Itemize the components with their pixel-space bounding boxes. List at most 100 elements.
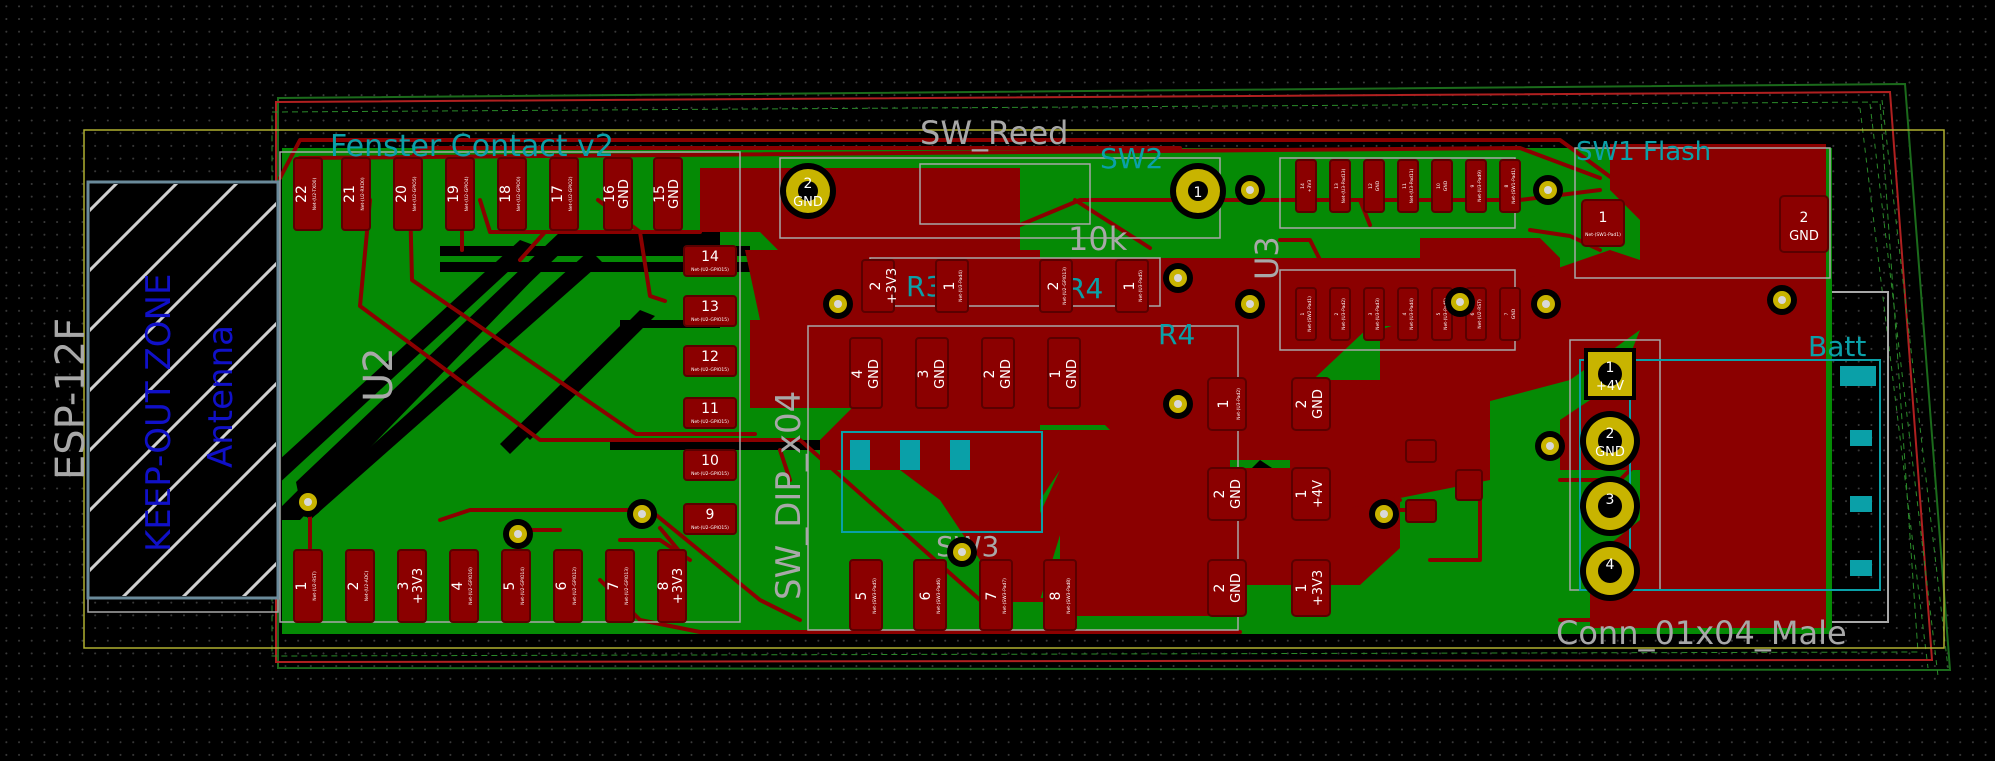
pad-number: 3: [396, 582, 412, 591]
smd-pad[interactable]: 9 Net-(U2-GPIO15): [683, 503, 737, 535]
pad-number: 3: [1606, 492, 1615, 508]
smd-pad[interactable]: 1 Net-(U3-Pad5): [1115, 259, 1149, 313]
smd-pad[interactable]: 2 Net-(U2-GPIO13): [1039, 259, 1073, 313]
smd-pad[interactable]: 12 Net-(U2-GPIO15): [683, 345, 737, 377]
r4-value-label-2: R4: [1158, 318, 1195, 351]
pad-number: 1: [942, 282, 958, 291]
pad-number: 10: [1436, 183, 1442, 189]
smd-pad[interactable]: 1 Net-(U3-Pad2): [1207, 377, 1247, 431]
smd-pad[interactable]: 2 +3V3: [861, 259, 900, 313]
vias: [293, 175, 1797, 567]
smd-pad[interactable]: 10 Net-(U2-GPIO15): [683, 449, 737, 481]
pad-number: 1: [1048, 370, 1064, 379]
smd-pad[interactable]: 2 GND: [1207, 559, 1247, 617]
esp-bottom-pads: 1 Net-(U2-RST) 2 Net-(U2-ADC) 3 +3V3 4 N…: [293, 549, 687, 623]
smd-pad[interactable]: 16 GND: [602, 157, 633, 231]
smd-pad[interactable]: 14 Net-(U2-GPIO15): [683, 245, 737, 277]
smd-pad[interactable]: 14+3V3: [1295, 159, 1317, 213]
smd-pad[interactable]: 1 +3V3: [1291, 559, 1331, 617]
pad-net: Net-(U3-Pad4): [1409, 298, 1415, 330]
pad-number: 1: [1300, 312, 1306, 315]
pad-net: GND: [1595, 445, 1625, 460]
tht-pad[interactable]: 2 GND: [780, 163, 836, 219]
tht-pad[interactable]: 1: [1170, 163, 1226, 219]
smd-pad[interactable]: 21 Net-(U2-RXD0): [341, 157, 371, 231]
pad-net: Net-(U3-Pad4): [958, 270, 964, 302]
sw2-ref-label: SW2: [1100, 142, 1163, 175]
pad-net: Net-(SW2-Pad1): [1307, 296, 1313, 332]
sw3-dip-switch: 4 GND 3 GND 2 GND 1 GND 5 Net-(SW3-Pad5)…: [849, 337, 1081, 631]
smd-pad[interactable]: 1 Net-(U3-Pad4): [935, 259, 969, 313]
smd-pad[interactable]: 11 Net-(U2-GPIO15): [683, 397, 737, 429]
via: [1531, 289, 1561, 319]
smd-pad[interactable]: 1 Net-(SW1-Pad1): [1581, 199, 1625, 247]
pad-number: 1: [1606, 360, 1615, 376]
pad-net: Net-(U3-Pad2): [1236, 388, 1242, 420]
pad-net: +3V3: [411, 568, 426, 604]
tht-pad-square[interactable]: 1 +4V: [1584, 348, 1636, 400]
tht-pad[interactable]: 4: [1580, 541, 1640, 601]
smd-pad[interactable]: 4 Net-(U2-GPIO16): [449, 549, 479, 623]
smd-pad[interactable]: 19 Net-(U2-GPIO4): [445, 157, 475, 231]
pad-net: Net-(U2-GPIO15): [691, 525, 729, 531]
pad-net: GND: [617, 179, 632, 209]
smd-pad[interactable]: 2 GND: [1291, 377, 1331, 431]
smd-pad[interactable]: 17 Net-(U2-GPIO2): [549, 157, 579, 231]
smd-pad[interactable]: 6 Net-(U2-GPIO12): [553, 549, 583, 623]
smd-pad[interactable]: 6 Net-(SW3-Pad6): [913, 559, 947, 631]
via: [1535, 431, 1565, 461]
tht-pad[interactable]: 3: [1580, 476, 1640, 536]
smd-pad[interactable]: 4 GND: [849, 337, 883, 409]
smd-pad[interactable]: 18 Net-(U2-GPIO0): [497, 157, 527, 231]
pad-number: 2: [1046, 282, 1062, 291]
smd-pad[interactable]: 13 Net-(U2-GPIO15): [683, 295, 737, 327]
smd-pad[interactable]: 15 GND: [652, 157, 683, 231]
pad-net: Net-(U2-ADC): [364, 571, 370, 602]
smd-pad[interactable]: 8 +3V3: [656, 549, 687, 623]
smd-pad[interactable]: 7 Net-(SW3-Pad7): [979, 559, 1013, 631]
tht-pad[interactable]: 2 GND: [1580, 411, 1640, 471]
pad-net: +3V3: [671, 568, 686, 604]
smd-pad[interactable]: 1 Net-(U2-RST): [293, 549, 323, 623]
pad-net: +3V3: [1307, 180, 1313, 193]
smd-pad[interactable]: 1 +4V: [1291, 467, 1331, 521]
via: [293, 487, 323, 517]
via: [1767, 285, 1797, 315]
pad-net: Net-(U2-GPIO15): [691, 267, 729, 273]
pad-number: 4: [1402, 312, 1408, 315]
smd-pad[interactable]: 2 GND: [1779, 195, 1829, 253]
pad-number: 6: [1470, 312, 1476, 315]
pad-number: 3: [1368, 312, 1374, 315]
smd-pad[interactable]: 20 Net-(U2-GPIO5): [393, 157, 423, 231]
smd-pad[interactable]: 2 Net-(U2-ADC): [345, 549, 375, 623]
pad-net: Net-(U3-Pad9): [1477, 170, 1483, 202]
smd-pad[interactable]: 5 Net-(SW3-Pad5): [849, 559, 883, 631]
via: [1235, 175, 1265, 205]
smd-pad[interactable]: 8 Net-(SW3-Pad8): [1043, 559, 1077, 631]
smd-pad[interactable]: 1 GND: [1047, 337, 1081, 409]
pad-net: +3V3: [885, 268, 900, 304]
smd-pad[interactable]: 3 +3V3: [396, 549, 427, 623]
smd-pad[interactable]: 3 GND: [915, 337, 949, 409]
battery-connector: 1 +4V 2 GND 3 4: [1580, 348, 1640, 601]
capacitors: 1 Net-(U3-Pad2) 2 GND 2 GND 1 +4V: [1207, 377, 1331, 617]
smd-pad[interactable]: 22 Net-(U2-TXD0): [293, 157, 323, 231]
smd-pad[interactable]: 7 Net-(U2-GPIO13): [605, 549, 635, 623]
smd-pad[interactable]: 5 Net-(U2-GPIO14): [501, 549, 531, 623]
via: [823, 289, 853, 319]
pad-net: Net-(U2-GPIO13): [624, 567, 630, 605]
smd-pad[interactable]: 2 GND: [1207, 467, 1247, 521]
smd-pad[interactable]: 2 GND: [981, 337, 1015, 409]
